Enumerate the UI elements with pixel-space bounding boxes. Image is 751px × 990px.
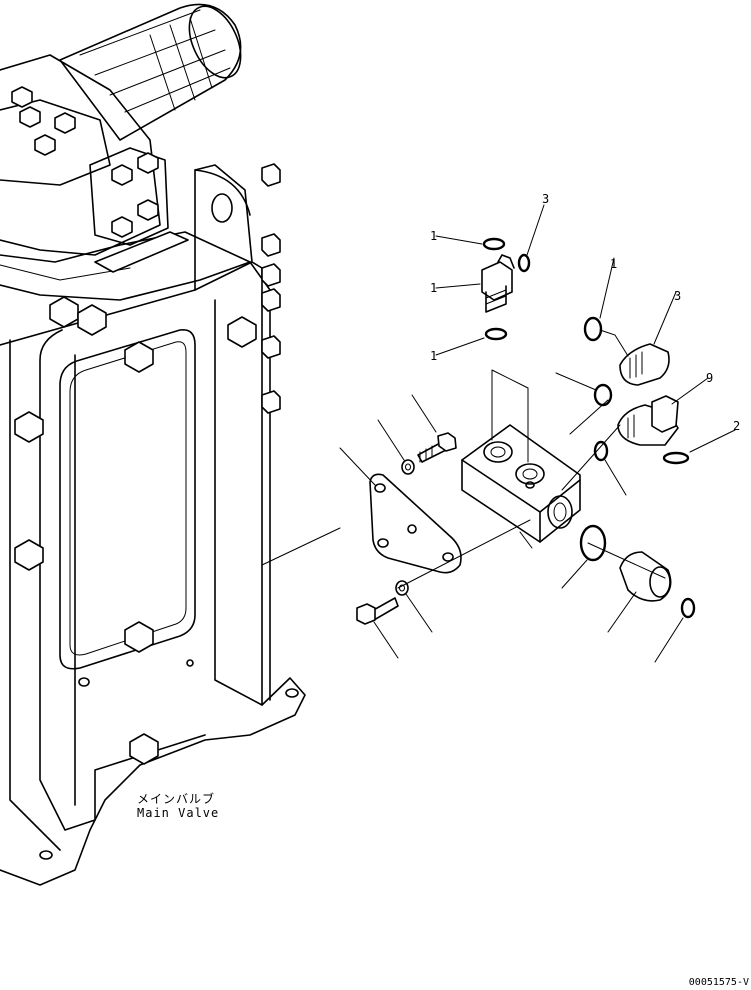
main-valve-label-jp: メインバルブ (137, 792, 216, 806)
callout-numbers: 1 3 1 1 1 3 9 2 (430, 192, 740, 433)
bolt-upper (377, 394, 457, 475)
callout-1-right: 1 (610, 257, 617, 271)
main-valve-label-en: Main Valve (137, 806, 220, 820)
lower-connector (555, 372, 696, 663)
drawing-number: 00051575-V (688, 977, 749, 988)
pressure-sensor (561, 377, 736, 496)
mounting-plate (339, 447, 462, 574)
callout-3-right: 3 (674, 289, 681, 303)
callout-9-sensor: 9 (706, 371, 713, 385)
main-valve-frame (0, 163, 341, 886)
callout-1-mid: 1 (430, 349, 437, 363)
callout-1-elbow: 1 (430, 281, 437, 295)
valve-block (461, 369, 581, 549)
right-connector (583, 257, 677, 386)
callout-3-top: 3 (542, 192, 549, 206)
callout-1-top: 1 (430, 229, 437, 243)
bolt-lower (356, 519, 531, 659)
elbow-fitting (435, 204, 545, 356)
callout-2-small: 2 (733, 419, 740, 433)
